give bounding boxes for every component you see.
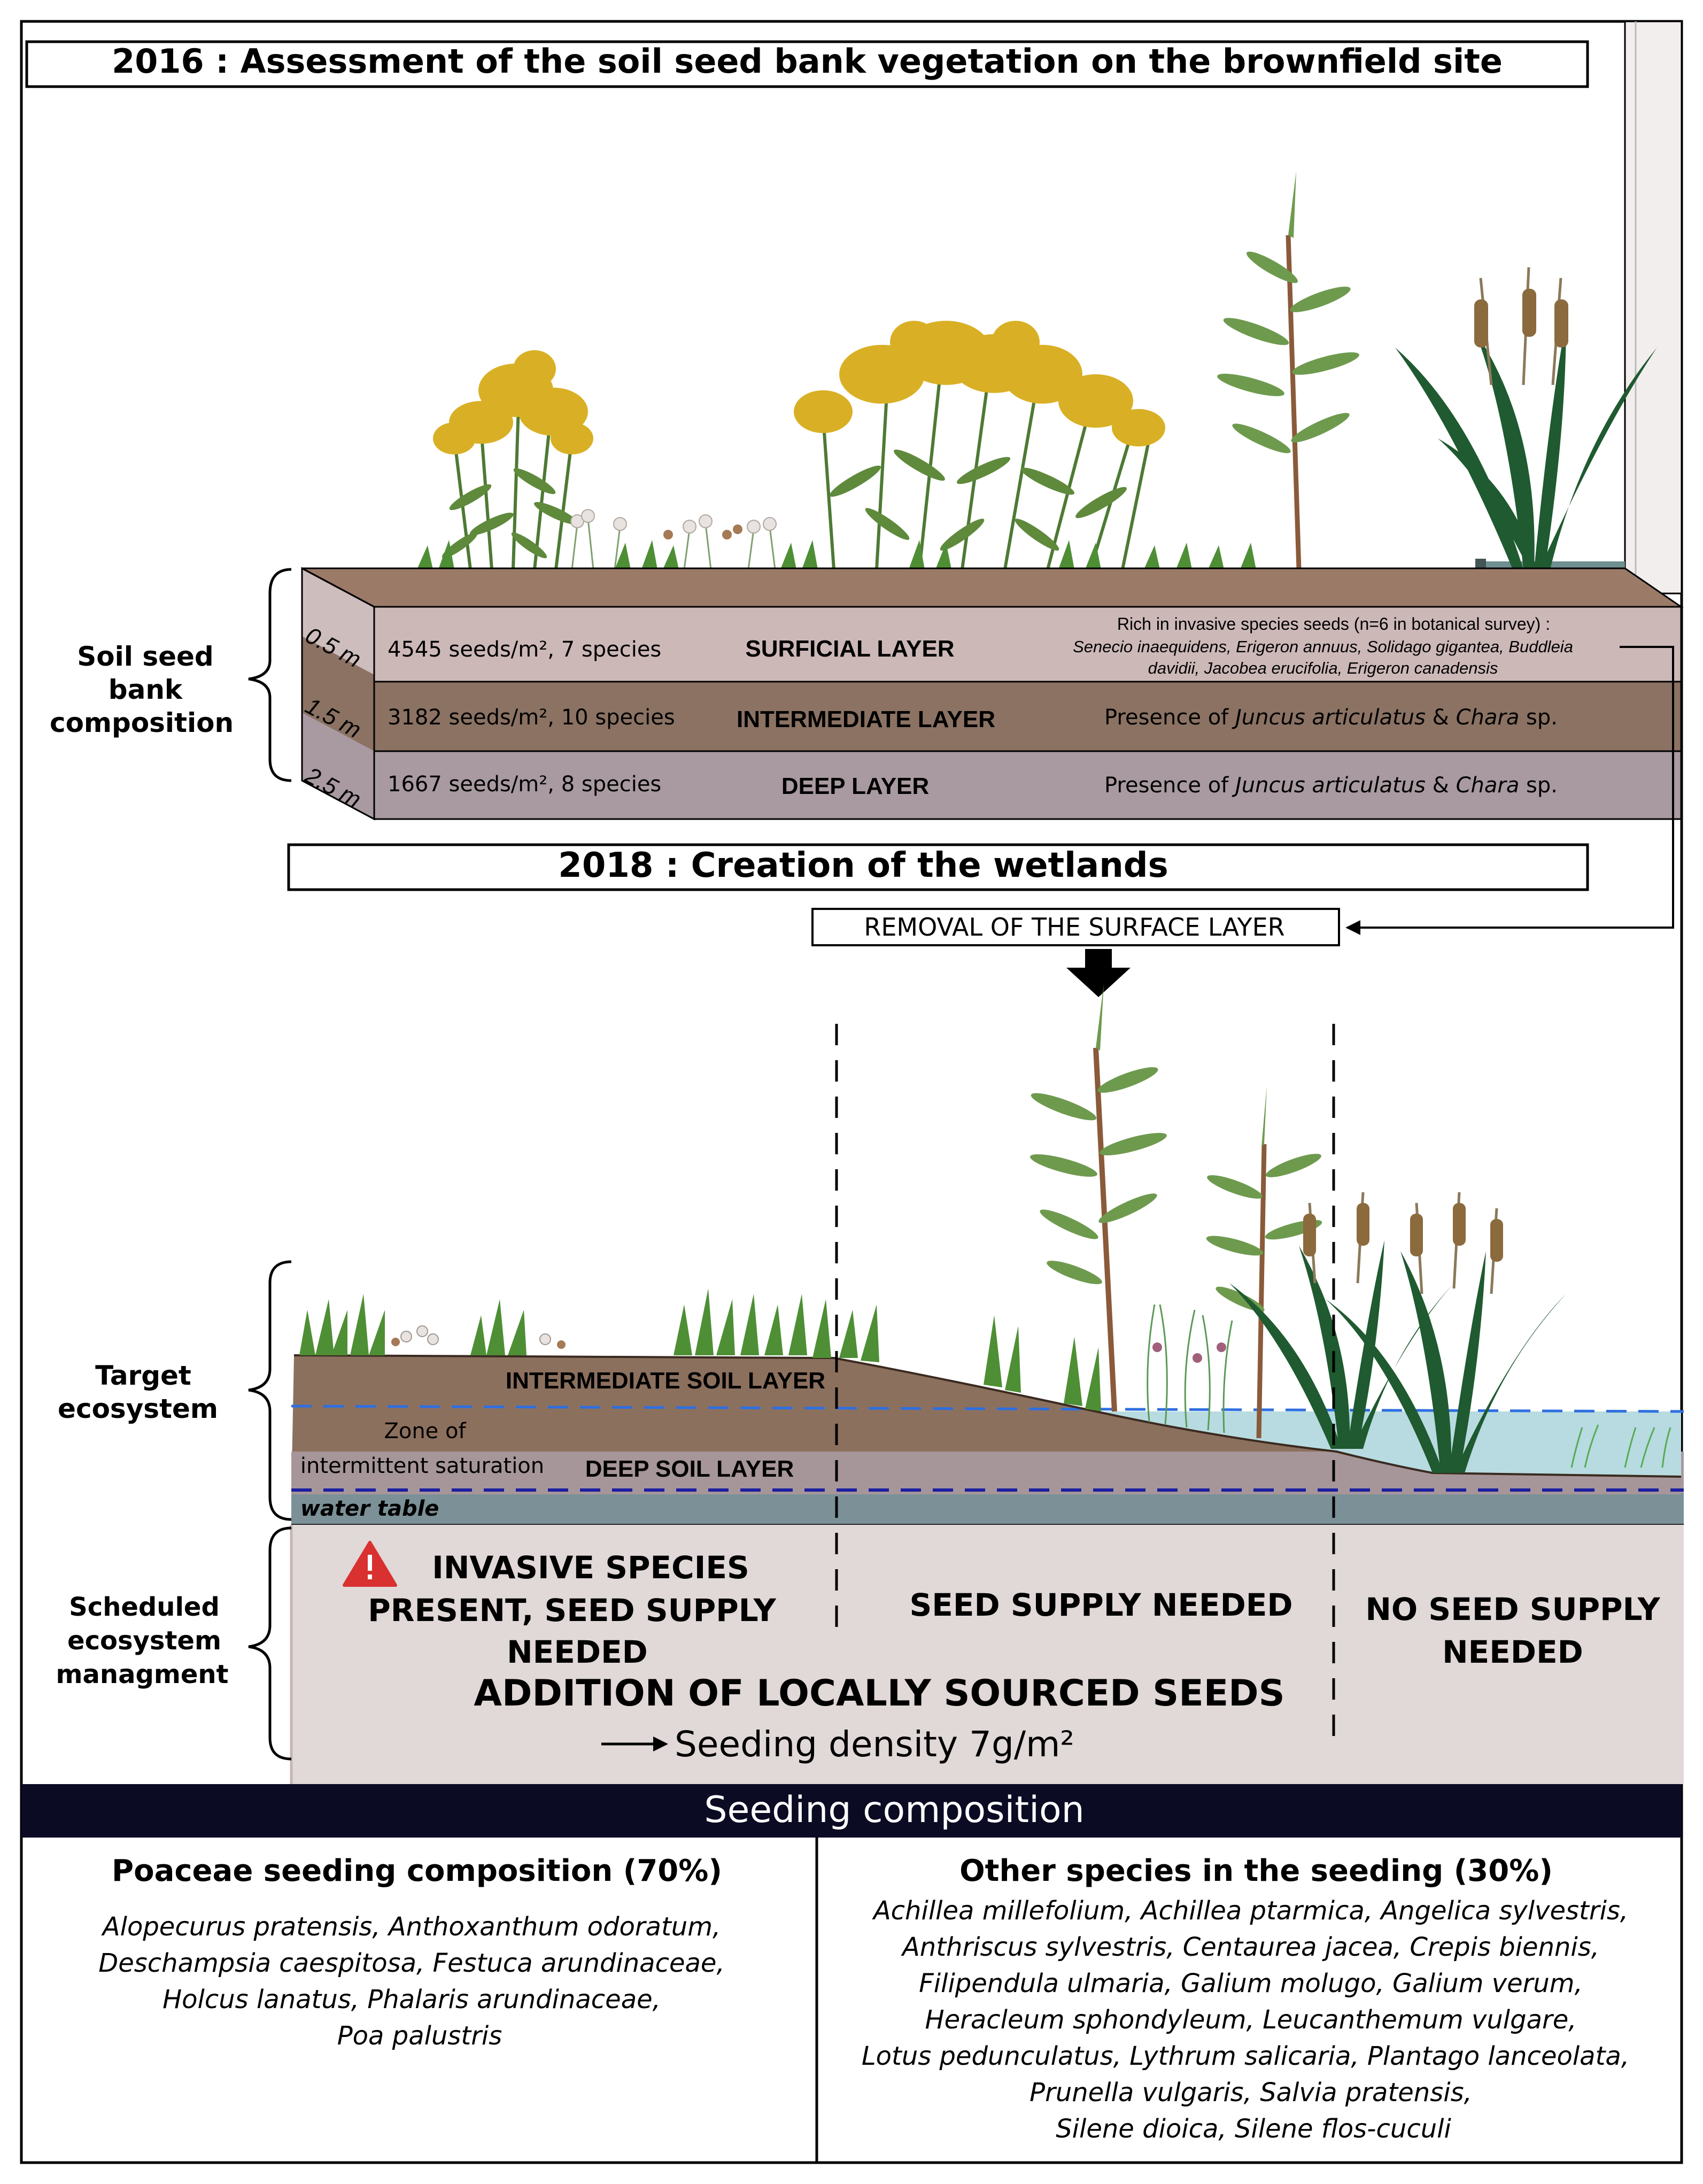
arrow-down-icon — [1066, 949, 1131, 997]
removal-connector — [1345, 646, 1674, 935]
vegetation-2018 — [299, 984, 1671, 1473]
surficial-note-line-1: Senecio inaequidens, Erigeron annuus, So… — [1073, 637, 1573, 656]
svg-text:Lotus pedunculatus, Lythrum s: Lotus pedunculatus, Lythrum salicaria, P… — [862, 2041, 1629, 2071]
svg-text:Anthriscus sylvestris, Centau: Anthriscus sylvestris, Centaurea jacea, … — [901, 1932, 1599, 1962]
svg-text:bank: bank — [109, 674, 183, 705]
surficial-note-title: Rich in invasive species seeds (n=6 in b… — [1117, 614, 1550, 634]
svg-text:Prunella vulgaris, Salvia prat: Prunella vulgaris, Salvia pratensis, — [1029, 2078, 1472, 2108]
addition-label: ADDITION OF LOCALLY SOURCED SEEDS — [474, 1672, 1284, 1715]
surficial-stats: 4545 seeds/m², 7 species — [388, 637, 661, 662]
deep-layer-name: DEEP LAYER — [781, 773, 929, 799]
seeding-header: Seeding composition — [704, 1789, 1084, 1831]
other-species-list: Achillea millefolium, Achillea ptarmica,… — [862, 1896, 1629, 2144]
cattail-2016 — [1395, 267, 1657, 569]
intermediate-soil-label: INTERMEDIATE SOIL LAYER — [506, 1368, 825, 1394]
svg-text:Deschampsia caespitosa, Festuc: Deschampsia caespitosa, Festuca arundina… — [98, 1948, 724, 1978]
zone2-label: SEED SUPPLY NEEDED — [909, 1587, 1292, 1623]
svg-text:Holcus lanatus, Phalaris arund: Holcus lanatus, Phalaris arundinaceae, — [162, 1985, 661, 2015]
brace-management — [248, 1526, 292, 1761]
willow-sapling-2018-1 — [1030, 984, 1167, 1412]
zone1-line-3: NEEDED — [507, 1634, 648, 1670]
brace-target — [248, 1260, 292, 1521]
other-species-title: Other species in the seeding (30%) — [959, 1854, 1553, 1888]
water-table-band — [291, 1492, 1684, 1525]
zone3-line-2: NEEDED — [1442, 1634, 1583, 1670]
svg-text:managment: managment — [56, 1660, 228, 1689]
svg-text:composition: composition — [50, 707, 234, 738]
willow-sapling-2016 — [1217, 171, 1359, 570]
seed-bank-side-label: Soil seed bank composition — [50, 568, 292, 782]
zone-label-1: Zone of — [384, 1419, 466, 1444]
surficial-note-line-2: davidii, Jacobea erucifolia, Erigeron ca… — [1148, 659, 1498, 677]
warning-icon — [343, 1541, 397, 1587]
zone-label-2: intermittent saturation — [300, 1454, 544, 1478]
management-band — [291, 1525, 1684, 1784]
svg-text:Poa palustris: Poa palustris — [337, 2021, 502, 2051]
deep-note: Presence of Juncus articulatus & Chara s… — [1104, 773, 1558, 798]
water-body — [1069, 1411, 1681, 1476]
target-side-label: Target ecosystem — [58, 1260, 292, 1521]
zone1-line-2: PRESENT, SEED SUPPLY — [368, 1592, 776, 1629]
seeding-header-bar — [21, 1784, 1682, 1838]
management-side-label: Scheduled ecosystem managment — [56, 1526, 292, 1761]
zone3-line-1: NO SEED SUPPLY — [1365, 1591, 1660, 1627]
seeding-density: Seeding density 7g/m² — [675, 1724, 1074, 1765]
goldenrod-plant-2 — [794, 321, 1165, 570]
removal-box — [811, 908, 1340, 946]
svg-text:ecosystem: ecosystem — [67, 1626, 221, 1656]
soil-block-2016: 0.5 m 1.5 m 2.5 m 4545 seeds/m², 7 speci… — [300, 567, 1684, 821]
svg-text:Filipendula ulmaria, Galium mo: Filipendula ulmaria, Galium molugo, Gali… — [919, 1969, 1583, 1998]
deep-soil-label: DEEP SOIL LAYER — [585, 1456, 794, 1482]
willow-sapling-2018-2 — [1206, 1085, 1322, 1439]
small-flowers-2016 — [570, 509, 777, 570]
intermediate-layer-name: INTERMEDIATE LAYER — [737, 706, 995, 732]
svg-text:Soil seed: Soil seed — [77, 641, 213, 672]
removal-label: REMOVAL OF THE SURFACE LAYER — [864, 913, 1284, 941]
right-edge-panel — [1624, 20, 1683, 595]
aquatic-plants — [1570, 1424, 1671, 1468]
water-table-label: water table — [300, 1496, 439, 1521]
fern-row — [299, 1288, 1101, 1411]
brace-seed-bank — [248, 568, 292, 782]
svg-text:Alopecurus pratensis, Anthoxan: Alopecurus pratensis, Anthoxanthum odora… — [101, 1912, 721, 1942]
deep-layer — [373, 750, 1682, 820]
svg-text:Heracleum sphondyleum, Leucant: Heracleum sphondyleum, Leucanthemum vulg… — [925, 2005, 1576, 2035]
zone1-line-1: INVASIVE SPECIES — [432, 1549, 749, 1586]
target-cross-section: INTERMEDIATE SOIL LAYER Zone of intermit… — [291, 1354, 1684, 1526]
title-2018: 2018 : Creation of the wetlands — [558, 846, 1168, 885]
vegetation-2016 — [417, 171, 1657, 591]
title-2016: 2016 : Assessment of the soil seed bank … — [112, 42, 1503, 81]
title-2018-box — [287, 843, 1589, 891]
poaceae-list: Alopecurus pratensis, Anthoxanthum odora… — [98, 1912, 724, 2051]
grass-tufts-2016 — [417, 540, 1256, 569]
rush-plants — [1147, 1304, 1233, 1433]
svg-text:Scheduled: Scheduled — [69, 1592, 220, 1622]
cattail-2018-2 — [1326, 1192, 1566, 1473]
title-2016-box — [25, 40, 1589, 88]
saturation-line — [291, 1404, 1684, 1413]
intermediate-note: Presence of Juncus articulatus & Chara s… — [1104, 705, 1558, 730]
arrow-right-icon — [601, 1737, 668, 1751]
outer-frame — [20, 20, 1683, 2164]
svg-text:Target: Target — [95, 1360, 191, 1391]
goldenrod-plant-1 — [433, 350, 593, 570]
deep-stats: 1667 seeds/m², 8 species — [388, 772, 661, 797]
poaceae-title: Poaceae seeding composition (70%) — [112, 1854, 722, 1888]
svg-text:ecosystem: ecosystem — [58, 1393, 218, 1424]
intermediate-stats: 3182 seeds/m², 10 species — [388, 705, 675, 730]
svg-text:Silene dioica, Silene flos-cuc: Silene dioica, Silene flos-cuculi — [1056, 2114, 1451, 2144]
intermediate-layer — [373, 681, 1682, 752]
svg-text:Achillea millefolium, Achillea: Achillea millefolium, Achillea ptarmica,… — [872, 1896, 1628, 1926]
surficial-layer-name: SURFICIAL LAYER — [745, 636, 954, 662]
